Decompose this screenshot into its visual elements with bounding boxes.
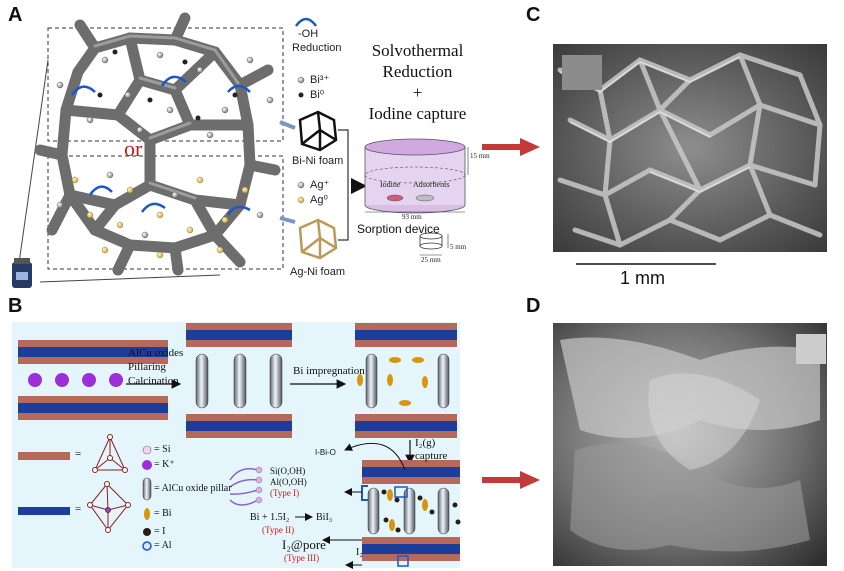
process-title: Solvothermal Reduction + Iodine capture [355,40,480,124]
al-oh-text: Al(O,OH) [270,477,307,487]
solvothermal-text: Solvothermal [371,41,464,60]
panel-a-graphics [12,12,469,288]
adsorbents-label: Adsorbents [413,180,450,189]
k-legend-icon [142,460,152,470]
eq1-text: = [75,448,82,460]
type-ii-label: (Type II) [262,525,295,535]
or-label: or [124,136,143,161]
bi-legend-icon [144,508,150,520]
i2-arrow-text: I₂ [356,547,363,558]
panel-b-graphics [18,323,461,569]
ag-ni-foam-icon [298,218,338,260]
type-i-text: Si(O,OH) Al(O,OH) (Type I) [270,466,307,499]
bi-reaction-text: Bi + 1.5I₂ [250,512,290,523]
vial-icon [12,258,32,288]
ag-spheres [71,176,249,259]
bi-impregnation-text: Bi impregnation [293,365,365,377]
reduction-label: Reduction [292,42,342,54]
iodine-capture-text: Iodine capture [368,104,467,123]
panel-letter-a: A [8,4,23,26]
plus-text: + [412,83,423,102]
bi3-sphere-icon [297,76,305,84]
legend-i-text: = I [154,526,166,537]
bi-spheres [56,51,274,139]
adsorbent-holder [419,232,449,256]
octahedron-icon [87,481,131,533]
sorption-device [364,138,469,214]
scale-bar-label: 1 mm [620,268,665,288]
ag-ni-foam-label: Ag-Ni foam [290,266,346,278]
reduction-arrows [70,75,251,216]
legend-k-text: = K⁺ [154,459,175,470]
red-arrow-b-to-d [482,471,540,489]
legend-tetrahedral-sheet [18,452,70,460]
eq2-text: = [75,503,82,515]
i-bi-o-text: I-Bi-O [315,448,336,457]
legend-octahedral-sheet [18,507,70,515]
i2-pore-text: I₂@pore [282,537,326,552]
iodine-label: Iodine [380,180,401,189]
dim-93-label: 93 mm [402,213,422,221]
red-arrow-a-to-c [482,138,540,156]
capture-step-text: I₂(g) capture [415,437,447,463]
legend-si-text: = Si [154,444,171,455]
sem-image-d [553,323,827,566]
al-legend-icon [142,541,152,551]
dim-25-label: 25 mm [421,256,441,264]
si-legend-icon [142,445,152,455]
ag0-label: Ag⁰ [310,194,328,206]
bi0-dot-icon [298,92,304,98]
pillar-legend-icon [142,477,152,501]
oh-label: -OH [298,28,319,40]
si-oh-text: Si(O,OH) [270,466,306,476]
i2g-text: I₂(g) [415,437,436,449]
ag0-sphere-icon [297,196,305,204]
bi-ni-foam-icon [298,110,338,152]
type-iii-label: (Type III) [284,553,320,563]
sorption-device-label: Sorption device [357,222,440,236]
tetrahedron-icon [92,434,128,473]
oh-reduction-arrow-icon [294,17,318,27]
type-i-label: (Type I) [270,488,300,498]
bi-ni-foam-label: Bi-Ni foam [292,155,344,167]
panel-letter-d: D [526,295,541,317]
legend-bi-text: = Bi [154,508,172,519]
legend-pillar-text: = AlCu oxide pillar [154,483,232,494]
pillaring-step-text: AlCu oxides Pillaring Calcination [128,346,183,388]
panel-letter-b: B [8,295,23,317]
ag-plus-label: Ag⁺ [310,179,330,191]
pillaring-text: Pillaring [128,361,166,373]
ag-plus-spheres [56,171,264,239]
alcu-oxides-text: AlCu oxides [128,347,184,359]
nickel-foam-framework [34,12,281,276]
bi3-label: Bi³⁺ [310,74,330,86]
dim-15-label: 15 mm [470,152,490,160]
bi-zero-dots [97,49,238,121]
calcination-text: Calcination [128,375,179,387]
reduction-text: Reduction [382,62,453,81]
type-i-fan [229,468,259,506]
dim-5-label: 5 mm [450,243,467,251]
ag-plus-sphere-icon [297,181,305,189]
legend-al-text: = Al [154,540,172,551]
panel-letter-c: C [526,4,541,26]
capture-text: capture [415,450,448,462]
bi0-label: Bi⁰ [310,89,325,101]
bii3-text: BiI₃ [316,512,333,523]
sem-image-c [553,44,827,252]
i-legend-icon [143,528,151,536]
